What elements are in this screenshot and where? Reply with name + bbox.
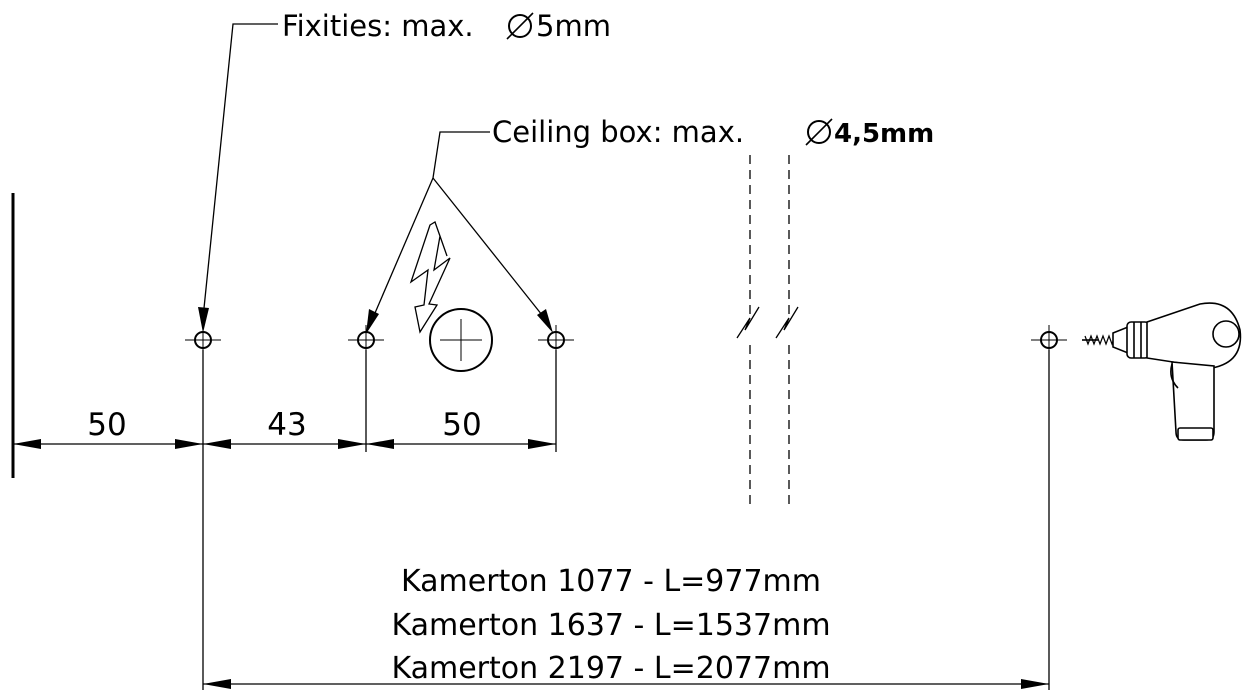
length-label-1637: Kamerton 1637 - L=1537mm (391, 608, 830, 643)
dimension-label-50-box: 50 (442, 407, 481, 443)
length-label-2197: Kamerton 2197 - L=2077mm (391, 651, 830, 686)
ceiling-box-label: Ceiling box: max. (492, 115, 744, 149)
break-lines (736, 155, 799, 505)
dimension-label-43: 43 (267, 407, 306, 443)
ceiling-box-size: 4,5mm (834, 119, 934, 149)
dimension-label-50-left: 50 (87, 407, 126, 443)
dimension-50-left (13, 439, 203, 449)
dimension-length-L (203, 679, 1049, 689)
drill-icon (1082, 302, 1242, 441)
dimension-50-box (366, 439, 556, 449)
cable-hole (429, 308, 493, 372)
diameter-symbol-icon-2 (805, 118, 833, 146)
extension-lines (202, 350, 1050, 690)
lightning-bolt-icon (409, 221, 451, 334)
diameter-symbol-icon (506, 12, 534, 40)
fixities-label: Fixities: max. (282, 9, 474, 43)
ceiling-box-leader (366, 131, 553, 334)
dimension-43 (203, 439, 366, 449)
fixities-size: 5mm (536, 9, 611, 43)
fixities-leader (198, 23, 278, 333)
length-label-1077: Kamerton 1077 - L=977mm (401, 564, 821, 599)
